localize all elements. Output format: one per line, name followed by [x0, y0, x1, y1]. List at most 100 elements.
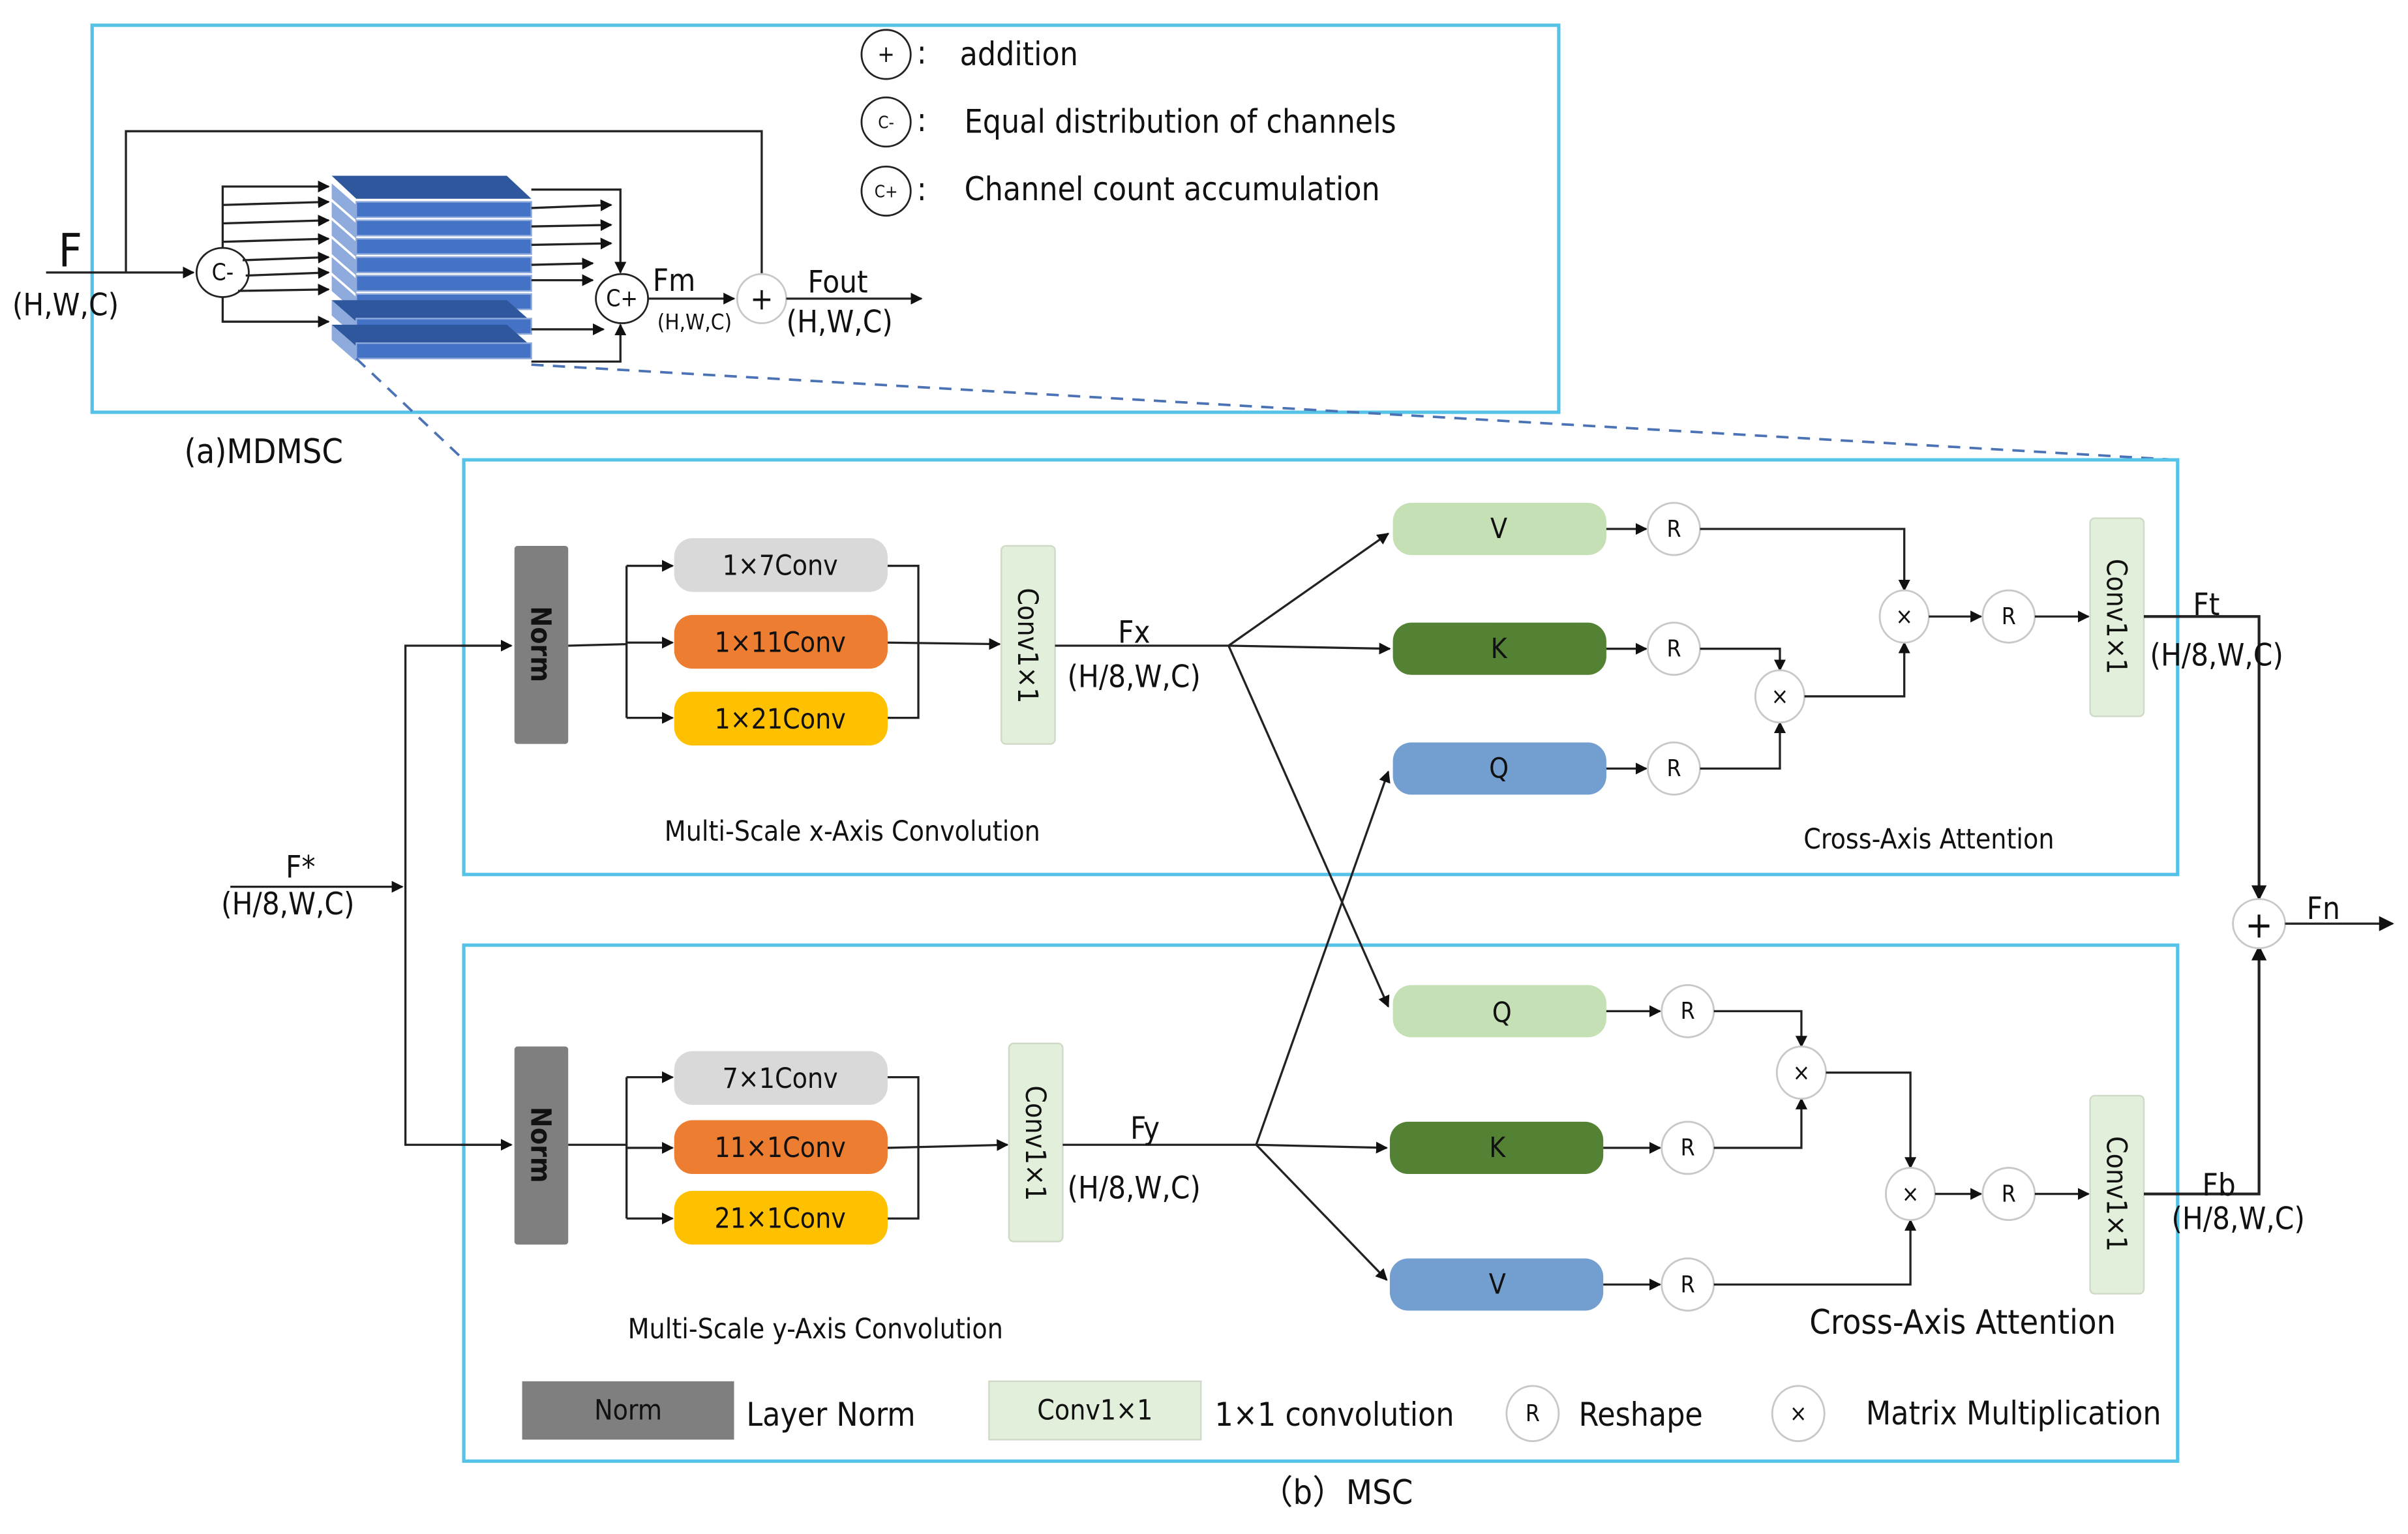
- fx-shape: (H/8,W,C): [1067, 659, 1201, 695]
- bottom-conv-large: [674, 1190, 888, 1245]
- zoom-indicator-left: [355, 357, 465, 461]
- svg-text:Q: Q: [1489, 752, 1509, 784]
- bottom-conv1x1-a: [1008, 1042, 1064, 1242]
- mdmsc-input-shape: (H,W,C): [12, 288, 119, 323]
- bottom-attn-title: Cross-Axis Attention: [1809, 1303, 2116, 1342]
- svg-text:Conv1×1: Conv1×1: [1037, 1394, 1152, 1426]
- top-k-node: [1392, 622, 1606, 675]
- top-norm-block: [514, 545, 569, 744]
- svg-text:C+: C+: [875, 182, 898, 202]
- merge-symbol: C+: [606, 286, 638, 312]
- svg-text:R: R: [1526, 1400, 1540, 1427]
- svg-text:7×1Conv: 7×1Conv: [723, 1062, 838, 1094]
- fout-shape: (H,W,C): [787, 305, 893, 340]
- bottom-conv-mid: [674, 1120, 888, 1174]
- bottom-reshape-v: R: [1661, 1257, 1715, 1312]
- bottom-v-node: [1389, 1258, 1604, 1311]
- svg-text:Conv1×1: Conv1×1: [2101, 1136, 2133, 1252]
- top-attn-title: Cross-Axis Attention: [1803, 823, 2054, 855]
- msc-input-branch: [404, 644, 510, 1146]
- svg-text:+: +: [877, 41, 895, 68]
- legend-matmul-icon: [1771, 1385, 1826, 1443]
- fx-label: Fx: [1118, 614, 1150, 650]
- svg-text:Norm: Norm: [594, 1394, 662, 1426]
- fb-label: Fb: [2202, 1167, 2235, 1203]
- mdmsc-caption: (a)MDMSC: [185, 432, 343, 472]
- bottom-section-title: Multi-Scale y-Axis Convolution: [628, 1313, 1003, 1345]
- msc-bottom-frame: [462, 943, 2180, 1463]
- svg-text:+: +: [2245, 904, 2273, 946]
- svg-text::: :: [917, 101, 927, 139]
- svg-text:R: R: [1666, 635, 1681, 662]
- top-q-node: [1392, 742, 1606, 795]
- stack-layer-top: [331, 300, 532, 322]
- svg-text::: :: [917, 170, 927, 208]
- stack-layer-front: [355, 275, 532, 292]
- stack-layer-side: [331, 183, 357, 220]
- bottom-reshape-q: R: [1661, 984, 1715, 1038]
- stack-layer-front: [355, 256, 532, 273]
- bottom-conv-small: [674, 1051, 888, 1105]
- top-reshape-k: R: [1647, 622, 1701, 676]
- svg-text:R: R: [1666, 755, 1681, 782]
- stack-layer-side: [331, 239, 357, 276]
- channel-group-stack: [331, 175, 532, 362]
- svg-text:11×1Conv: 11×1Conv: [714, 1132, 845, 1164]
- svg-text:R: R: [1681, 998, 1695, 1025]
- msc-top-branch: Norm 1×7Conv 1×11Conv 1×21Conv Conv1×1 F…: [514, 502, 2283, 1008]
- svg-text:×: ×: [1793, 1059, 1811, 1086]
- svg-text::: :: [917, 34, 927, 72]
- bottom-norm-block: [514, 1046, 569, 1245]
- top-conv-large: [674, 691, 888, 746]
- legend-reshape-icon: [1505, 1385, 1560, 1443]
- legend-split-text: Equal distribution of channels: [965, 103, 1396, 141]
- fm-shape: (H,W,C): [657, 309, 732, 335]
- svg-text:R: R: [2002, 603, 2016, 630]
- mdmsc-legend: + : addition C- : Equal distribution of …: [860, 29, 1396, 217]
- bottom-reshape-k: R: [1661, 1120, 1715, 1175]
- svg-text:×: ×: [1895, 603, 1913, 630]
- ft-label: Ft: [2193, 587, 2220, 623]
- stack-layer-front: [355, 219, 532, 237]
- svg-text:R: R: [2002, 1181, 2016, 1207]
- stack-layer-side: [331, 202, 357, 239]
- legend-norm-text: Layer Norm: [746, 1396, 915, 1434]
- fout-label: Fout: [808, 264, 868, 300]
- add-symbol: +: [750, 281, 774, 317]
- svg-text:1×7Conv: 1×7Conv: [723, 550, 838, 582]
- legend-item-merge: C+ : Channel count accumulation: [860, 165, 1380, 217]
- stack-layer-front: [355, 237, 532, 255]
- msc-add-node: +: [2232, 898, 2287, 950]
- top-reshape-out: R: [1981, 589, 2036, 644]
- mdmsc-skip-connection: [125, 130, 768, 286]
- svg-text:Norm: Norm: [525, 1107, 557, 1183]
- bottom-k-node: [1389, 1121, 1604, 1174]
- svg-text:K: K: [1489, 1132, 1506, 1164]
- legend-merge-text: Channel count accumulation: [965, 170, 1380, 208]
- svg-text:K: K: [1491, 633, 1508, 665]
- legend-item-addition: + : addition: [860, 29, 1078, 80]
- svg-text:21×1Conv: 21×1Conv: [714, 1202, 845, 1234]
- msc-caption: （b）MSC: [1259, 1473, 1413, 1512]
- svg-text:Conv1×1: Conv1×1: [2101, 559, 2133, 674]
- top-matmul-v: ×: [1878, 589, 1930, 644]
- fy-label: Fy: [1130, 1111, 1160, 1147]
- svg-text:Conv1×1: Conv1×1: [1019, 1085, 1051, 1201]
- svg-text:R: R: [1666, 516, 1681, 543]
- fm-label: Fm: [653, 263, 696, 299]
- ft-shape: (H/8,W,C): [2150, 638, 2283, 674]
- stack-layer-front: [355, 342, 532, 359]
- svg-text:×: ×: [1771, 683, 1789, 710]
- top-conv-mid: [674, 614, 888, 669]
- stack-layer-front: [355, 201, 532, 218]
- stack-layer-top: [331, 324, 532, 346]
- msc-top-frame: [462, 458, 2180, 877]
- top-conv-small: [674, 538, 888, 592]
- mdmsc-input-label: F: [58, 223, 82, 277]
- stack-layer-side: [331, 220, 357, 258]
- top-matmul-kq: ×: [1754, 669, 1806, 724]
- msc-input-shape: (H/8,W,C): [221, 886, 355, 922]
- top-reshape-v: R: [1647, 502, 1701, 556]
- msc-input-label: F*: [286, 850, 316, 886]
